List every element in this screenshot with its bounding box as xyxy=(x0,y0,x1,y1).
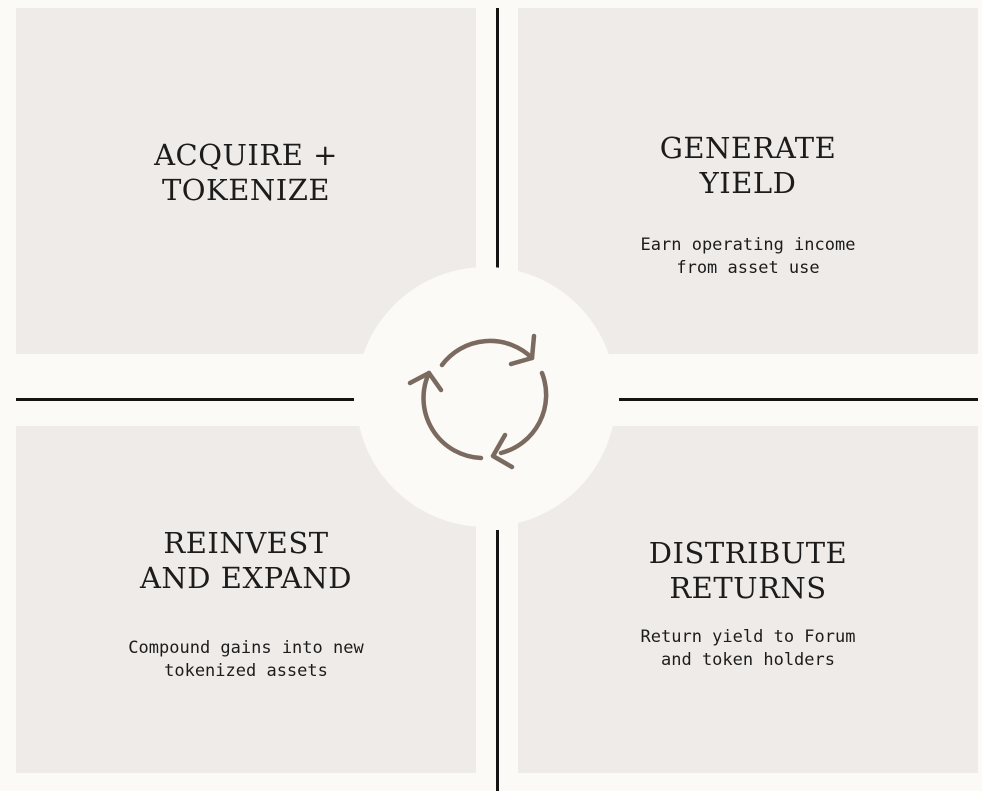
panel-description: Earn operating income from asset use xyxy=(640,235,856,278)
panel-title: GENERATE YIELD xyxy=(659,131,837,200)
panel-description: Compound gains into new tokenized assets xyxy=(128,638,364,681)
cycle-arrows-icon xyxy=(407,333,549,470)
divider-horizontal-right xyxy=(619,398,978,401)
panel-title: REINVEST AND EXPAND xyxy=(139,526,353,595)
divider-vertical-top xyxy=(496,8,499,268)
panel-description: Return yield to Forum and token holders xyxy=(640,627,856,670)
panel-distribute-returns: DISTRIBUTE RETURNS Return yield to Forum… xyxy=(518,426,978,773)
panel-generate-yield: GENERATE YIELD Earn operating income fro… xyxy=(518,8,978,354)
panel-title: ACQUIRE + TOKENIZE xyxy=(154,138,338,207)
divider-vertical-bottom xyxy=(496,530,499,791)
panel-reinvest-expand: REINVEST AND EXPAND Compound gains into … xyxy=(16,426,476,773)
divider-horizontal-left xyxy=(16,398,354,401)
panel-acquire-tokenize: ACQUIRE + TOKENIZE xyxy=(16,8,476,354)
center-hub xyxy=(356,267,616,527)
panel-title: DISTRIBUTE RETURNS xyxy=(648,536,848,605)
